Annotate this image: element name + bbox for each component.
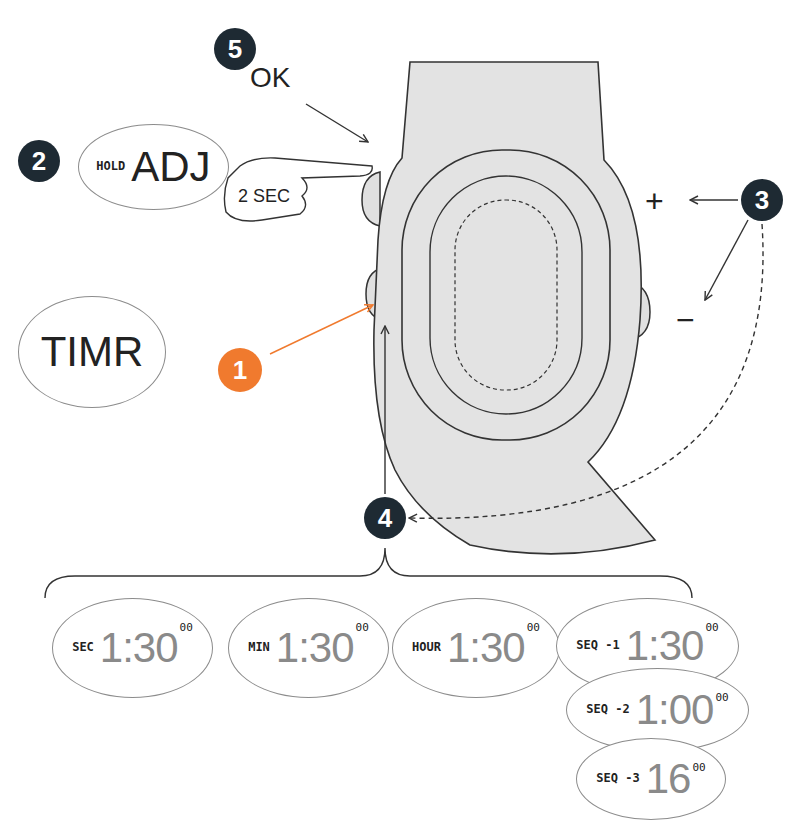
callout-number: 2: [32, 146, 46, 177]
lcd-text: 00: [356, 621, 369, 634]
lcd-display: MIN 1:3000: [228, 598, 389, 698]
callout-number: 3: [755, 185, 769, 216]
lcd-text: TIMR: [41, 328, 144, 376]
minus-sign: −: [676, 302, 695, 339]
lcd-display: SEQ -3 1600: [576, 738, 726, 820]
lcd-text: SEQ -1: [576, 639, 619, 652]
lcd-display: HOLD ADJ: [78, 124, 229, 210]
leader-arrow: [306, 104, 368, 142]
watch-bezel: [402, 150, 610, 440]
leader-arrow: [270, 305, 373, 354]
callout-number: 4: [364, 497, 406, 539]
lcd-text: 1:30: [447, 624, 525, 672]
callout-number: 3: [741, 179, 783, 221]
dashed-connector: [409, 224, 763, 518]
button-label: OK: [250, 62, 290, 94]
lcd-text: ADJ: [131, 143, 210, 191]
callout-number: 5: [214, 28, 256, 70]
lcd-text: SEQ -2: [586, 703, 629, 716]
callout-number: 5: [228, 34, 242, 65]
lcd-text: 1:30: [276, 624, 354, 672]
plus-sign: +: [645, 183, 664, 220]
lcd-text: 00: [692, 761, 705, 774]
lcd-text: 1:00: [636, 686, 714, 734]
lcd-text: SEQ -3: [596, 772, 639, 785]
lcd-text: HOUR: [412, 641, 441, 654]
lcd-text: 00: [715, 691, 728, 704]
lcd-display: SEC 1:3000: [52, 598, 213, 698]
lcd-text: 00: [180, 621, 193, 634]
callout-number: 1: [233, 355, 247, 386]
lcd-text: 00: [705, 621, 718, 634]
lcd-text: HOLD: [96, 160, 125, 173]
lcd-text: MIN: [248, 641, 270, 654]
callout-number: 2: [18, 140, 60, 182]
lcd-text: 16: [646, 755, 691, 803]
lcd-display: HOUR 1:3000: [392, 598, 560, 698]
bracket: [45, 548, 692, 598]
watch-screen: [430, 176, 582, 414]
leader-arrow: [690, 199, 738, 200]
button: [362, 172, 380, 226]
lcd-text: 00: [527, 621, 540, 634]
leader-arrow: [384, 326, 385, 494]
callout-number: 1: [218, 348, 262, 392]
pointing-hand: [224, 158, 372, 221]
lcd-text: 1:30: [100, 624, 178, 672]
lcd-text: SEC: [72, 641, 94, 654]
lcd-text: 1:30: [626, 622, 704, 670]
duration-label: 2 SEC: [238, 186, 290, 207]
callout-number: 4: [378, 503, 392, 534]
display-area: [455, 200, 557, 390]
watch-body: [374, 62, 655, 554]
lcd-display: TIMR: [18, 296, 166, 408]
leader-arrow: [705, 220, 748, 300]
